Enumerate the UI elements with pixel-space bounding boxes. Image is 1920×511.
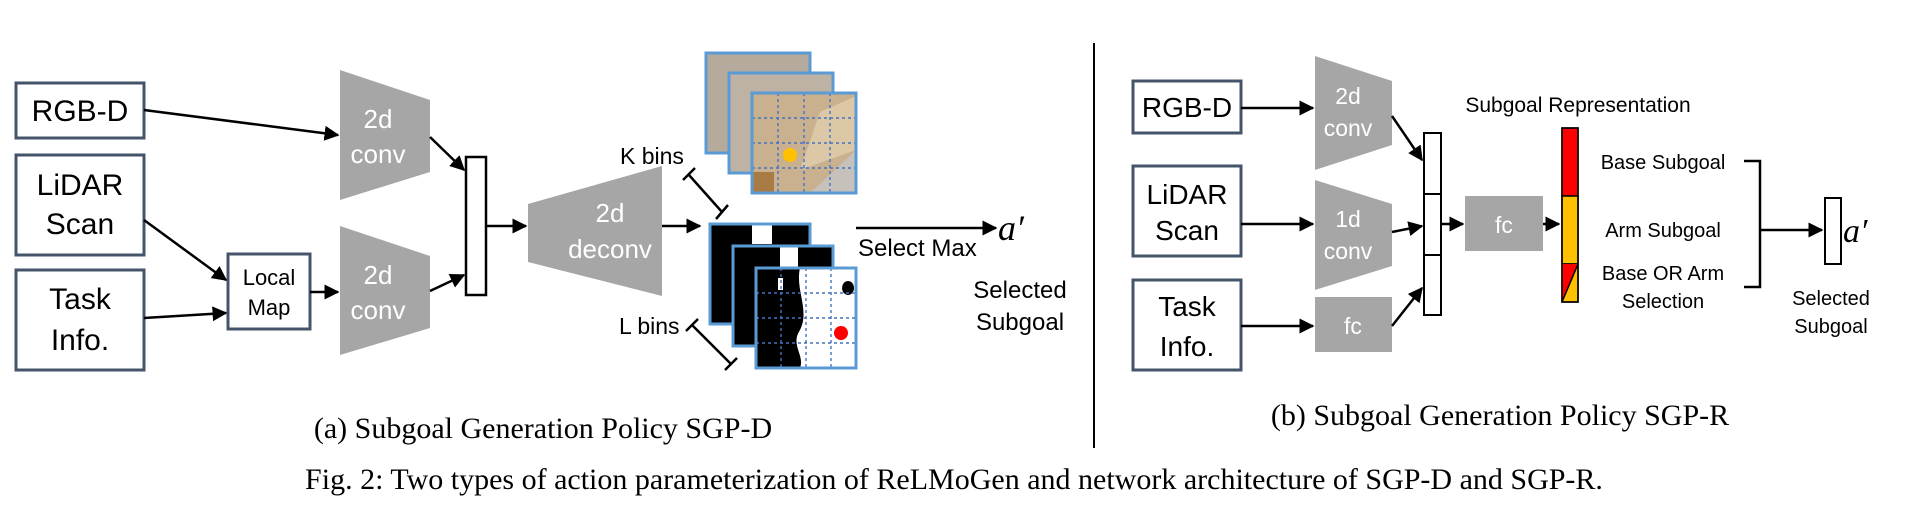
- l-bins-label: L bins: [619, 313, 680, 339]
- svg-text:Scan: Scan: [1155, 215, 1219, 246]
- map-stack: [708, 222, 858, 370]
- svg-text:conv: conv: [1324, 238, 1373, 264]
- svg-text:1d: 1d: [1335, 206, 1361, 232]
- selected-subgoal-label-b: Selected: [1792, 288, 1870, 310]
- figure-caption: Fig. 2: Two types of action parameteriza…: [305, 463, 1603, 496]
- deconv-layer: 2d deconv: [528, 166, 662, 296]
- svg-text:2d: 2d: [1335, 83, 1361, 109]
- conv-layer-bottom-a: 2d conv: [340, 226, 430, 355]
- selected-bin-dot-orange: [783, 148, 797, 162]
- lidar-input-b: LiDAR Scan: [1131, 164, 1243, 258]
- svg-text:Subgoal: Subgoal: [976, 309, 1064, 336]
- base-subgoal-label: Base Subgoal: [1601, 152, 1726, 174]
- k-bins-label: K bins: [620, 143, 684, 169]
- task-input-b: Task Info.: [1131, 278, 1243, 372]
- svg-text:conv: conv: [1324, 115, 1373, 141]
- task-input-a: Task Info.: [14, 268, 146, 372]
- svg-text:Local: Local: [243, 265, 296, 290]
- concat-vector-a: [464, 155, 488, 297]
- rgb-image-stack: [704, 51, 858, 195]
- svg-text:2d: 2d: [596, 198, 625, 228]
- local-map-box: Local Map: [226, 252, 312, 331]
- svg-text:LiDAR: LiDAR: [1147, 179, 1228, 210]
- conv-layer-top-a: 2d conv: [340, 70, 430, 200]
- selection-label: Base OR Arm: [1602, 263, 1724, 285]
- svg-text:Info.: Info.: [1160, 331, 1214, 362]
- fc-task-layer: fc: [1315, 297, 1392, 352]
- a-prime-label-a: a′: [998, 208, 1025, 248]
- svg-text:Selection: Selection: [1622, 291, 1704, 313]
- map-front: [754, 266, 858, 370]
- output-bracket: [1744, 159, 1762, 289]
- rgb-image-front: [750, 91, 858, 195]
- rgbd-input-a: RGB-D: [14, 81, 146, 140]
- fc-main-layer: fc: [1465, 196, 1543, 251]
- svg-text:Task: Task: [49, 283, 112, 316]
- subgoal-representation-label: Subgoal Representation: [1465, 94, 1690, 117]
- arm-subgoal-segment: [1561, 195, 1579, 265]
- a-prime-label-b: a′: [1843, 213, 1868, 250]
- svg-text:RGB-D: RGB-D: [32, 95, 129, 128]
- panel-b: RGB-D LiDAR Scan Task Info. 2d conv 1d c…: [1131, 56, 1870, 432]
- panel-a: RGB-D LiDAR Scan Task Info. Local Map 2d…: [14, 51, 1067, 445]
- base-subgoal-segment: [1561, 127, 1579, 197]
- svg-text:RGB-D: RGB-D: [1142, 92, 1232, 123]
- svg-text:Info.: Info.: [51, 324, 109, 357]
- select-max-label: Select Max: [858, 235, 977, 262]
- svg-text:Scan: Scan: [46, 208, 114, 241]
- svg-text:Map: Map: [248, 295, 291, 320]
- arm-subgoal-label: Arm Subgoal: [1605, 220, 1721, 242]
- svg-text:LiDAR: LiDAR: [37, 169, 124, 202]
- svg-text:Subgoal: Subgoal: [1794, 316, 1867, 338]
- conv1d-layer-b: 1d conv: [1315, 180, 1392, 290]
- svg-text:2d: 2d: [364, 260, 393, 290]
- svg-text:deconv: deconv: [568, 234, 652, 264]
- output-vector-b: [1824, 197, 1842, 265]
- svg-text:fc: fc: [1344, 313, 1362, 339]
- selected-bin-dot-red: [834, 326, 848, 340]
- subgoal-representation-bar: [1561, 127, 1579, 303]
- rgbd-input-b: RGB-D: [1131, 79, 1243, 135]
- caption-a: (a) Subgoal Generation Policy SGP-D: [314, 412, 772, 445]
- concat-vector-b: [1423, 132, 1442, 316]
- lidar-input-a: LiDAR Scan: [14, 153, 146, 257]
- svg-text:2d: 2d: [364, 104, 393, 134]
- conv2d-layer-b: 2d conv: [1315, 56, 1392, 170]
- svg-text:Task: Task: [1158, 291, 1217, 322]
- svg-text:fc: fc: [1495, 212, 1513, 238]
- svg-text:conv: conv: [351, 295, 406, 325]
- selected-subgoal-label-a: Selected: [973, 277, 1066, 304]
- caption-b: (b) Subgoal Generation Policy SGP-R: [1271, 399, 1729, 432]
- svg-text:conv: conv: [351, 139, 406, 169]
